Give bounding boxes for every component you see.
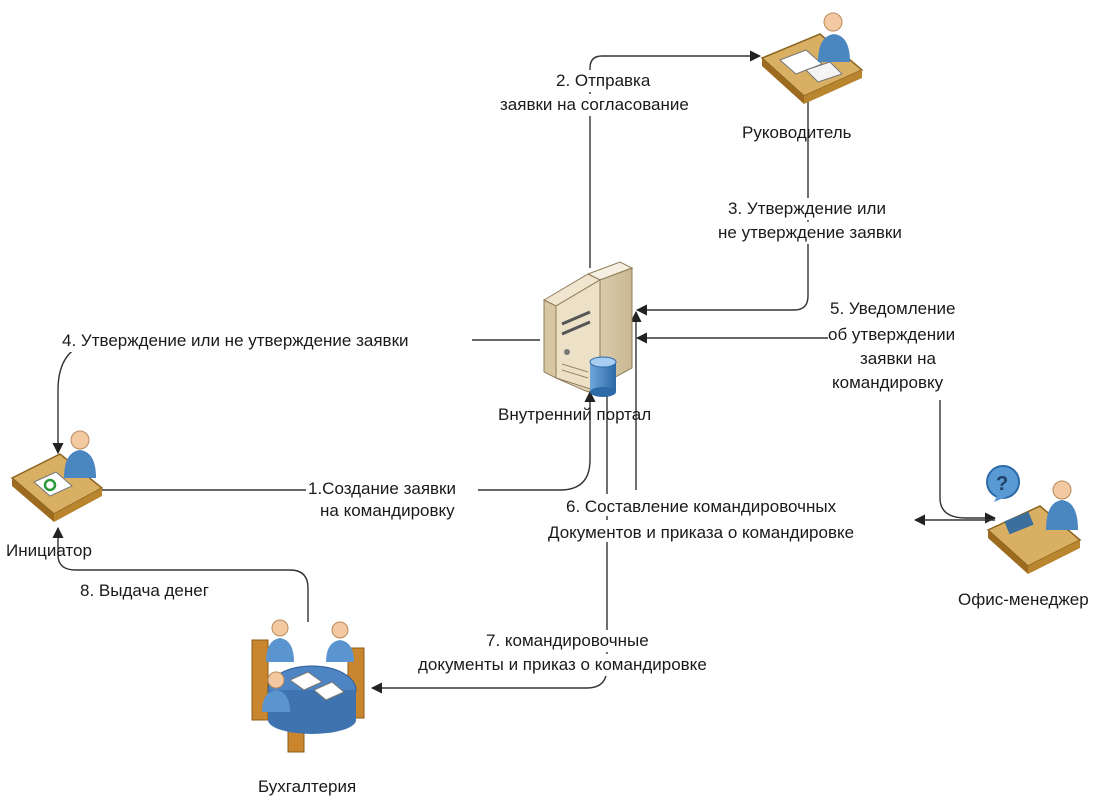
edge-8-label: 8. Выдача денег <box>80 581 209 600</box>
edge-6-label-line-2: Документов и приказа о командировке <box>548 523 854 542</box>
edge-1-create-request <box>98 390 596 491</box>
node-initiator-label: Инициатор <box>6 541 92 560</box>
edge-5-notification <box>635 332 997 524</box>
svg-text:?: ? <box>996 473 1008 495</box>
person-at-desk-icon <box>10 430 104 522</box>
edge-3-label: 3. Утверждение или не утверждение заявки <box>716 198 936 244</box>
edge-6-label: 6. Составление командировочных Документо… <box>544 494 912 542</box>
node-office-manager-label: Офис-менеджер <box>958 590 1089 609</box>
edge-6-label-line-1: 6. Составление командировочных <box>566 497 837 516</box>
edge-2-send-for-approval <box>589 50 762 268</box>
edge-4-approval-to-initiator <box>52 339 540 455</box>
group-at-table-icon <box>251 619 365 753</box>
edge-2-label-line-1: 2. Отправка <box>556 71 651 90</box>
edge-2-label-line-2: заявки на согласование <box>500 95 689 114</box>
node-manager-label: Руководитель <box>742 123 852 142</box>
edge-5-label: 5. Уведомление об утверждении заявки на … <box>828 299 955 392</box>
node-office-manager: ? Офис-менеджер <box>958 465 1089 609</box>
edge-8-label-line-1: 8. Выдача денег <box>80 581 209 600</box>
edge-2-label: 2. Отправка заявки на согласование <box>498 70 726 116</box>
edge-8-money-issue <box>52 526 309 622</box>
edge-5-label-line-2: об утверждении <box>828 325 955 344</box>
node-portal-label: Внутренний портал <box>498 405 651 424</box>
node-initiator: Инициатор <box>6 430 104 560</box>
edge-5-label-line-3: заявки на <box>860 349 937 368</box>
node-accounting: Бухгалтерия <box>251 619 365 796</box>
node-manager: Руководитель <box>742 12 864 142</box>
person-with-question-icon: ? <box>986 465 1082 574</box>
edge-7-label: 7. командировочные документы и приказ о … <box>416 630 762 676</box>
edge-6-compose-documents <box>630 310 995 526</box>
edge-5-label-line-1: 5. Уведомление <box>830 299 955 318</box>
edge-3-approval-result <box>635 100 809 316</box>
node-accounting-label: Бухгалтерия <box>258 777 356 796</box>
server-with-database-icon <box>542 261 634 397</box>
edge-7-label-line-2: документы и приказ о командировке <box>418 655 707 674</box>
edge-1-label: 1.Создание заявки на командировку <box>306 478 478 520</box>
edge-5-label-line-4: командировку <box>832 373 944 392</box>
edge-7-label-line-1: 7. командировочные <box>486 631 649 650</box>
edge-4-label: 4. Утверждение или не утверждение заявки <box>58 330 472 352</box>
edge-1-label-line-2: на командировку <box>320 501 455 520</box>
edge-4-label-line-1: 4. Утверждение или не утверждение заявки <box>62 331 409 350</box>
person-at-desk-icon <box>760 12 864 104</box>
edge-3-label-line-2: не утверждение заявки <box>718 223 902 242</box>
node-portal: Внутренний портал <box>498 261 651 424</box>
edge-3-label-line-1: 3. Утверждение или <box>728 199 886 218</box>
edge-1-label-line-1: 1.Создание заявки <box>308 479 456 498</box>
